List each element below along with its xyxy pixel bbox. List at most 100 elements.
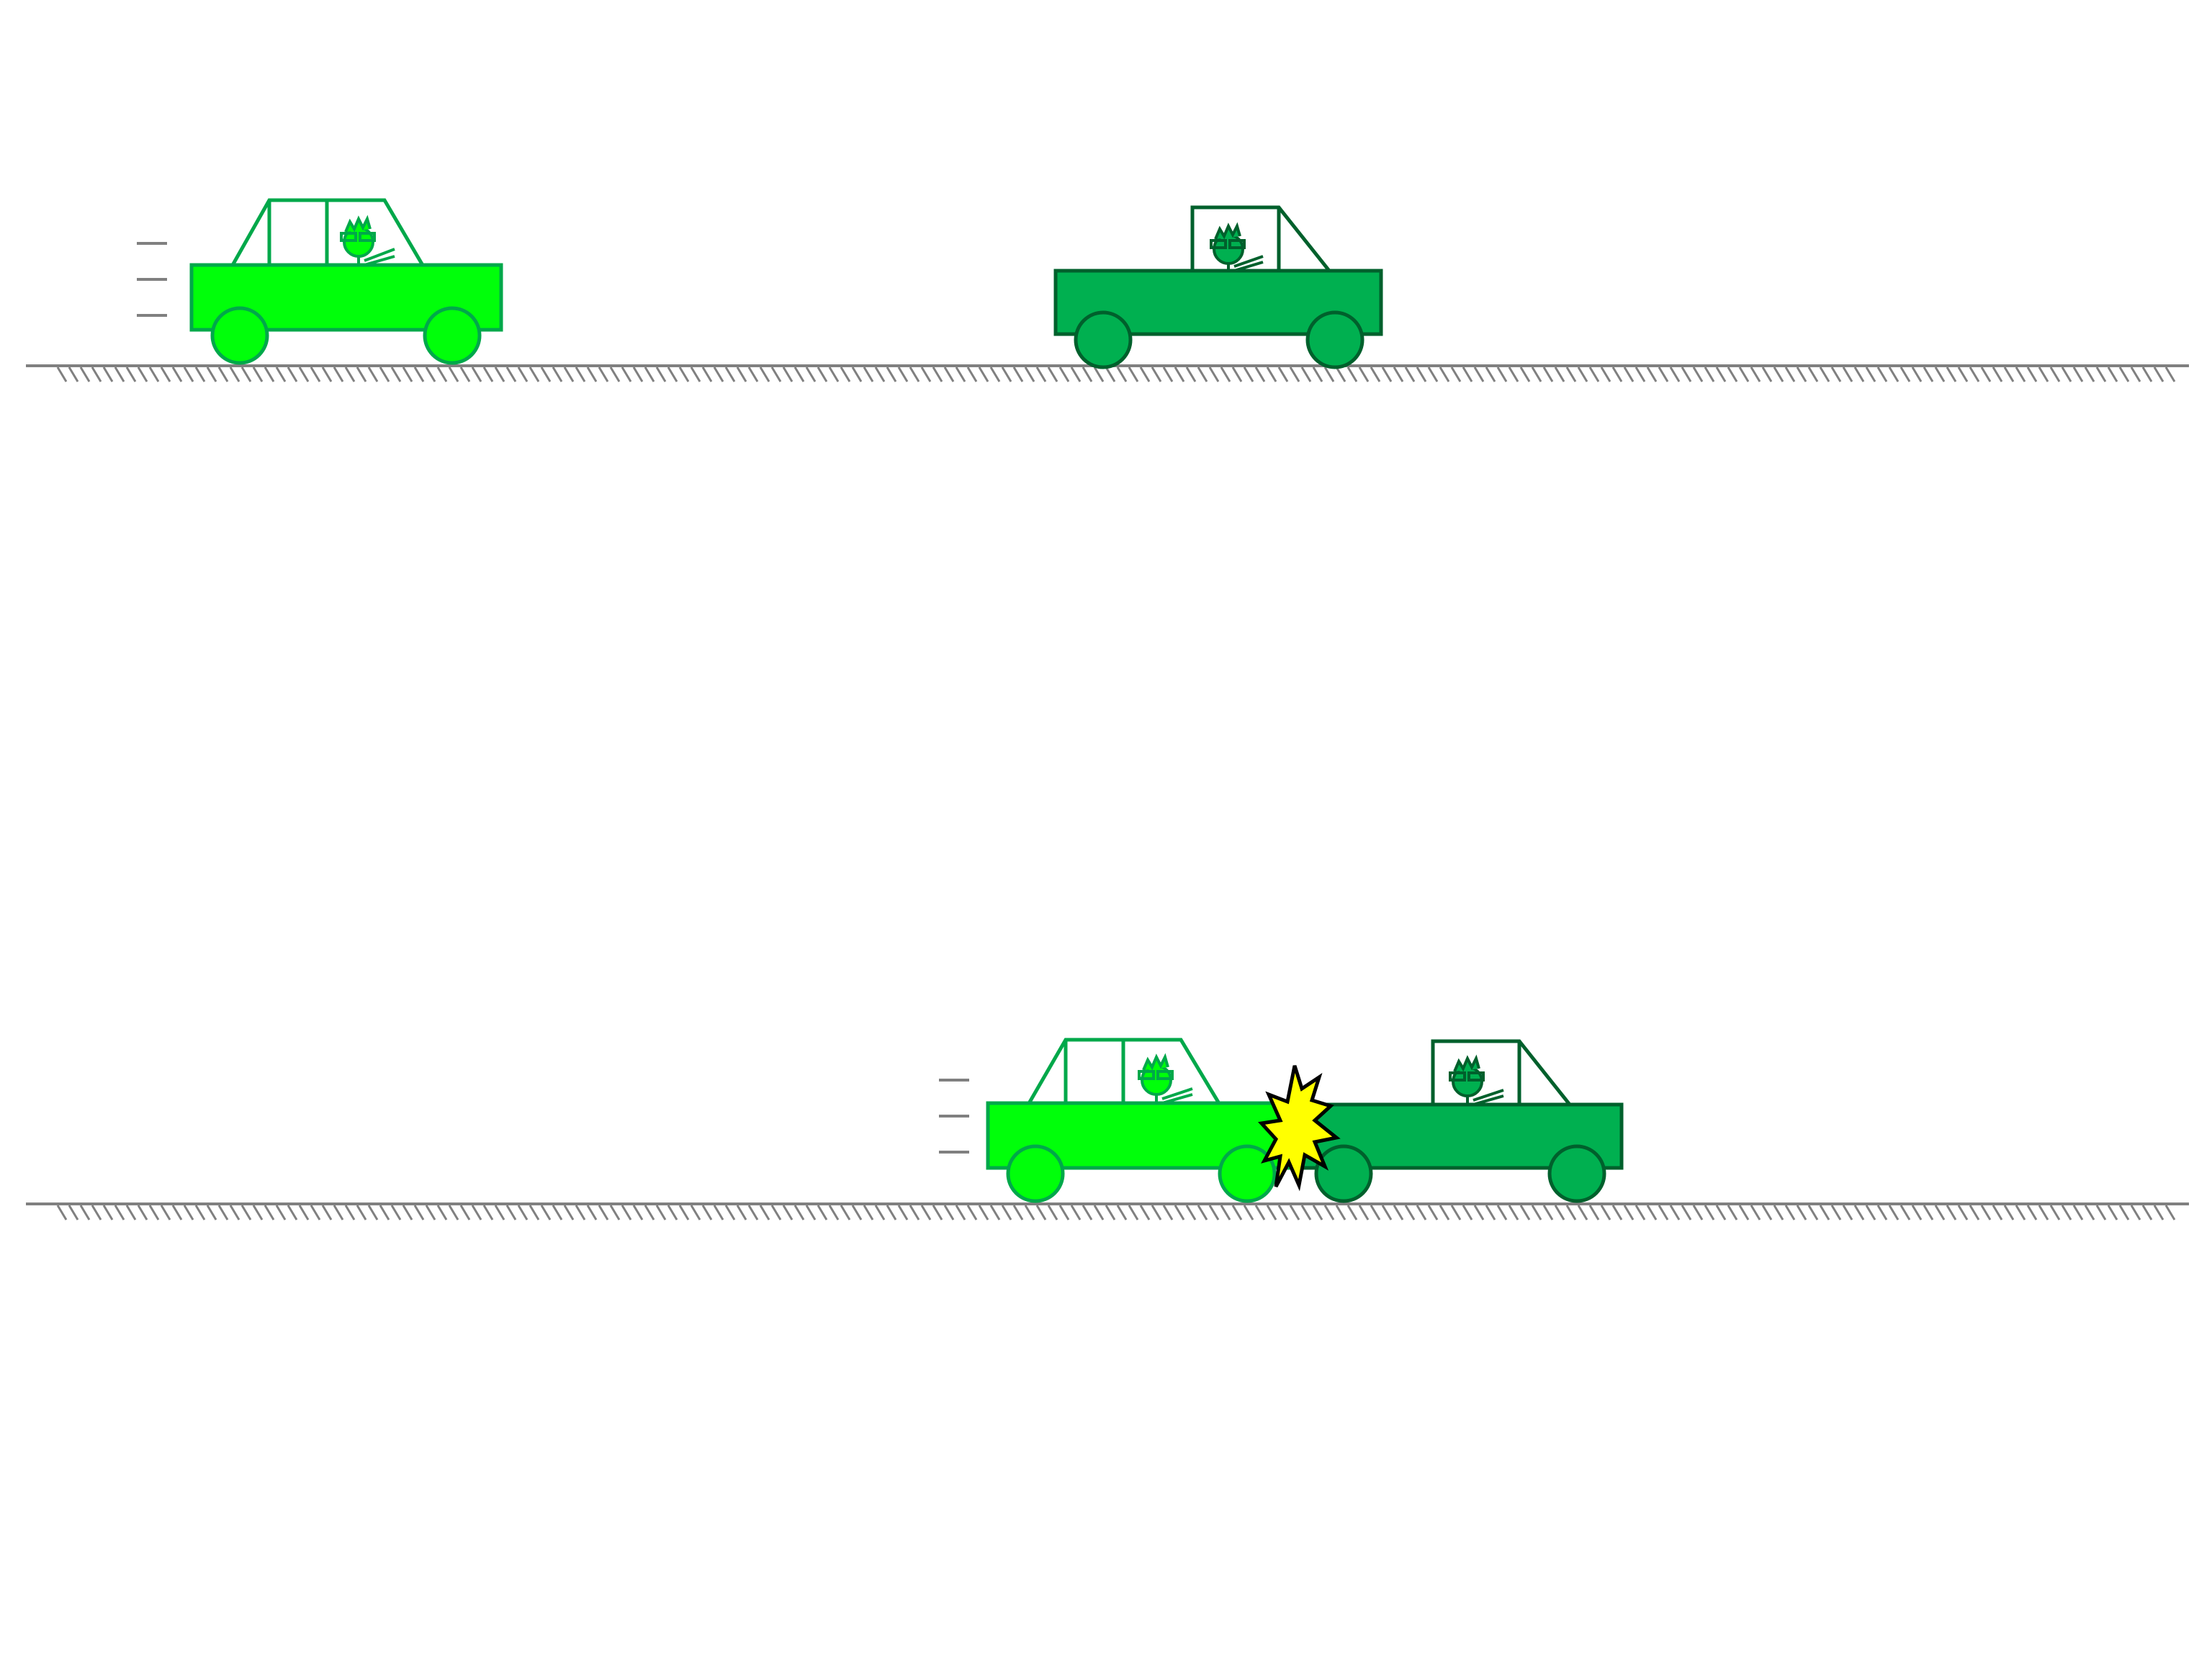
ground-hatch-mark (1439, 1205, 1450, 1220)
ground-hatch-mark (2107, 367, 2118, 382)
ground-hatch-mark (240, 367, 252, 382)
ground-hatch-mark (1116, 1205, 1128, 1220)
ground-hatch-mark (621, 1205, 632, 1220)
ground-hatch-mark (1819, 367, 1830, 382)
ground-hatch-mark (978, 1205, 989, 1220)
ground-hatch-mark (1508, 1205, 1519, 1220)
ground-hatch-mark (747, 367, 759, 382)
ground-hatch-mark (897, 1205, 909, 1220)
ground-hatch-mark (1623, 1205, 1635, 1220)
ground-hatch-mark (1542, 1205, 1554, 1220)
ground-hatch-mark (1289, 367, 1300, 382)
ground-hatch-mark (68, 367, 79, 382)
ground-hatch-mark (655, 367, 667, 382)
ground-hatch-mark (1220, 1205, 1231, 1220)
ground-hatch-mark (736, 367, 747, 382)
ground-hatch-mark (1715, 1205, 1727, 1220)
ground-hatch-mark (667, 367, 678, 382)
ground-hatch-mark (1623, 367, 1635, 382)
ground-hatch-mark (1024, 1205, 1035, 1220)
ground-hatch-mark (2049, 1205, 2061, 1220)
ground-hatch-mark (989, 1205, 1001, 1220)
ground-hatch-mark (1105, 367, 1116, 382)
ground-hatch-mark (1669, 367, 1681, 382)
ground-hatch-mark (828, 1205, 840, 1220)
ground-hatch-mark (1865, 367, 1876, 382)
ground-hatch-mark (1058, 1205, 1070, 1220)
ground-hatch-mark (413, 367, 425, 382)
scene-collision (26, 1038, 2189, 1220)
ground-hatch-mark (1899, 1205, 1911, 1220)
ground-hatch-mark (194, 1205, 206, 1220)
ground-hatch-mark (1197, 1205, 1208, 1220)
ground-hatch-mark (1231, 367, 1243, 382)
ground-hatch-mark (575, 1205, 586, 1220)
ground-hatch-mark (448, 1205, 459, 1220)
ground-hatch-mark (1911, 1205, 1923, 1220)
ground-hatch-mark (275, 1205, 287, 1220)
ground-hatch-mark (1208, 1205, 1220, 1220)
ground-hatch-mark (563, 367, 575, 382)
ground-hatch-mark (1658, 367, 1669, 382)
ground-hatch-mark (2061, 367, 2072, 382)
ground-hatch-mark (1519, 1205, 1531, 1220)
ground-hatch-mark (1600, 367, 1611, 382)
ground-hatch-mark (747, 1205, 759, 1220)
ground-hatch-mark (586, 367, 598, 382)
ground-hatch-mark (390, 1205, 402, 1220)
ground-hatch-mark (79, 367, 91, 382)
ground-hatch-mark (1554, 367, 1565, 382)
ground-hatch-mark (2130, 1205, 2141, 1220)
ground-hatch-mark (505, 367, 517, 382)
ground-hatch-mark (586, 1205, 598, 1220)
ground-hatch-mark (102, 367, 114, 382)
ground-hatch-mark (2153, 1205, 2164, 1220)
ground-hatch-mark (298, 367, 310, 382)
ground-hatch-mark (1980, 367, 1992, 382)
ground-hatch-mark (1012, 367, 1024, 382)
ground-hatch-mark (759, 1205, 770, 1220)
ground-hatch-mark (1692, 1205, 1704, 1220)
ground-hatch-mark (1485, 367, 1496, 382)
ground-hatch-mark (2015, 1205, 2026, 1220)
ground-hatch-mark (2164, 1205, 2176, 1220)
ground-hatch-mark (1784, 1205, 1796, 1220)
ground-hatch-mark (1577, 367, 1588, 382)
ground-hatch-mark (356, 1205, 367, 1220)
ground-hatch-mark (310, 367, 321, 382)
car-cabin (1026, 1038, 1222, 1106)
ground-hatch-mark (2038, 367, 2049, 382)
ground-hatch-mark (160, 1205, 171, 1220)
ground-hatch-mark (1784, 367, 1796, 382)
scene-before-collision (26, 198, 2189, 382)
ground-hatch-mark (390, 367, 402, 382)
driver-figure (1449, 1054, 1504, 1106)
ground-hatch-mark (943, 367, 955, 382)
ground-hatch-mark (2003, 1205, 2015, 1220)
ground-hatch-mark (1565, 1205, 1577, 1220)
ground-hatch-mark (1635, 367, 1646, 382)
ground-hatch-mark (321, 1205, 333, 1220)
ground-hatch-mark (1185, 1205, 1197, 1220)
ground-hatch-mark (79, 1205, 91, 1220)
ground-hatch-mark (1185, 367, 1197, 382)
ground-hatch-mark (2072, 1205, 2084, 1220)
ground-hatch-mark (1277, 1205, 1289, 1220)
ground-hatch-mark (1220, 367, 1231, 382)
ground-hatch-mark (160, 367, 171, 382)
ground-hatch-mark (2084, 1205, 2095, 1220)
ground-hatch-mark (678, 367, 690, 382)
ground-hatch-mark (148, 367, 160, 382)
ground-hatch-mark (909, 1205, 920, 1220)
ground-hatch-mark (1393, 1205, 1404, 1220)
ground-hatch-mark (1381, 367, 1393, 382)
ground-hatch-mark (1047, 1205, 1058, 1220)
driver-figure (1210, 222, 1264, 272)
ground-hatch-mark (690, 367, 701, 382)
ground-hatch-mark (1496, 367, 1508, 382)
ground-hatch-mark (1243, 367, 1254, 382)
ground-hatch-mark (828, 367, 840, 382)
ground-hatch-mark (1727, 367, 1738, 382)
ground-hatch-mark (1231, 1205, 1243, 1220)
ground-hatch-mark (1416, 367, 1427, 382)
